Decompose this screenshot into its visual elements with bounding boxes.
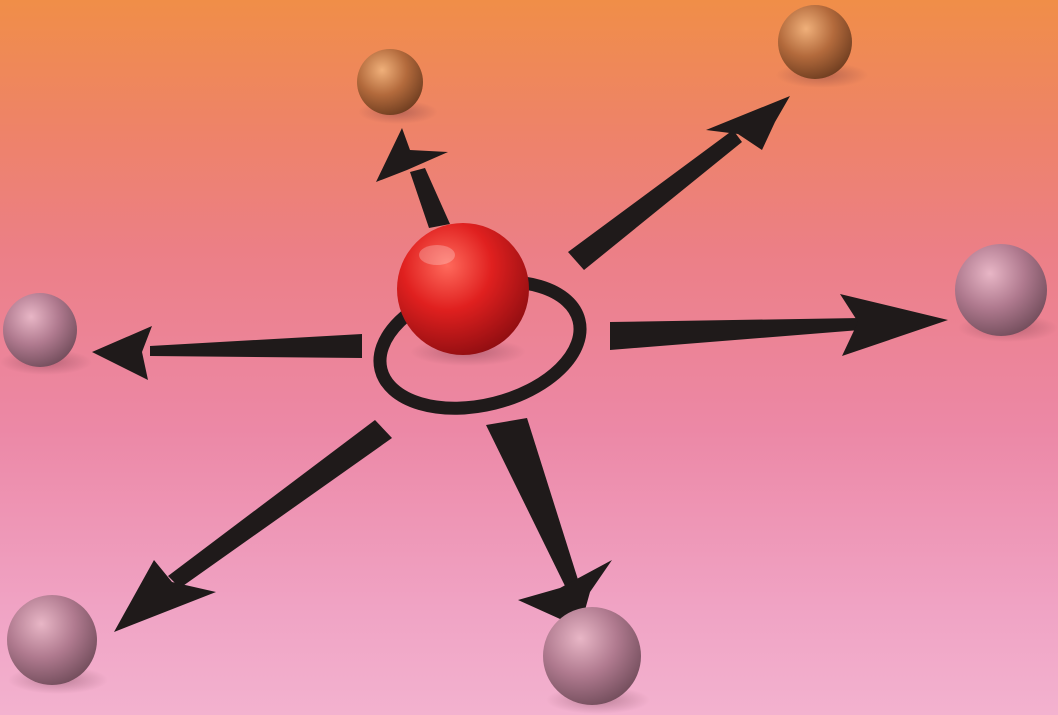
arrow-right xyxy=(610,318,860,350)
center-sphere xyxy=(397,223,529,355)
outer-sphere-top xyxy=(357,49,423,115)
arrow-lower-left-head xyxy=(114,560,216,632)
outer-sphere-bottom xyxy=(543,607,641,705)
center-sphere-highlight xyxy=(419,245,455,265)
arrow-down-head xyxy=(518,560,612,628)
arrow-left-head xyxy=(92,326,152,380)
arrow-lower-left xyxy=(168,420,392,588)
arrow-down xyxy=(486,418,580,590)
arrow-up-head xyxy=(376,128,448,182)
outer-sphere-top-right xyxy=(778,5,852,79)
arrow-upper-right-head xyxy=(706,96,790,150)
arrow-right-head xyxy=(840,294,948,356)
arrow-upper-right xyxy=(568,130,742,270)
outer-sphere-left xyxy=(3,293,77,367)
outer-sphere-right xyxy=(955,244,1047,336)
arrow-left xyxy=(150,334,362,358)
arrow-up xyxy=(410,168,450,228)
outer-sphere-bottom-left xyxy=(7,595,97,685)
